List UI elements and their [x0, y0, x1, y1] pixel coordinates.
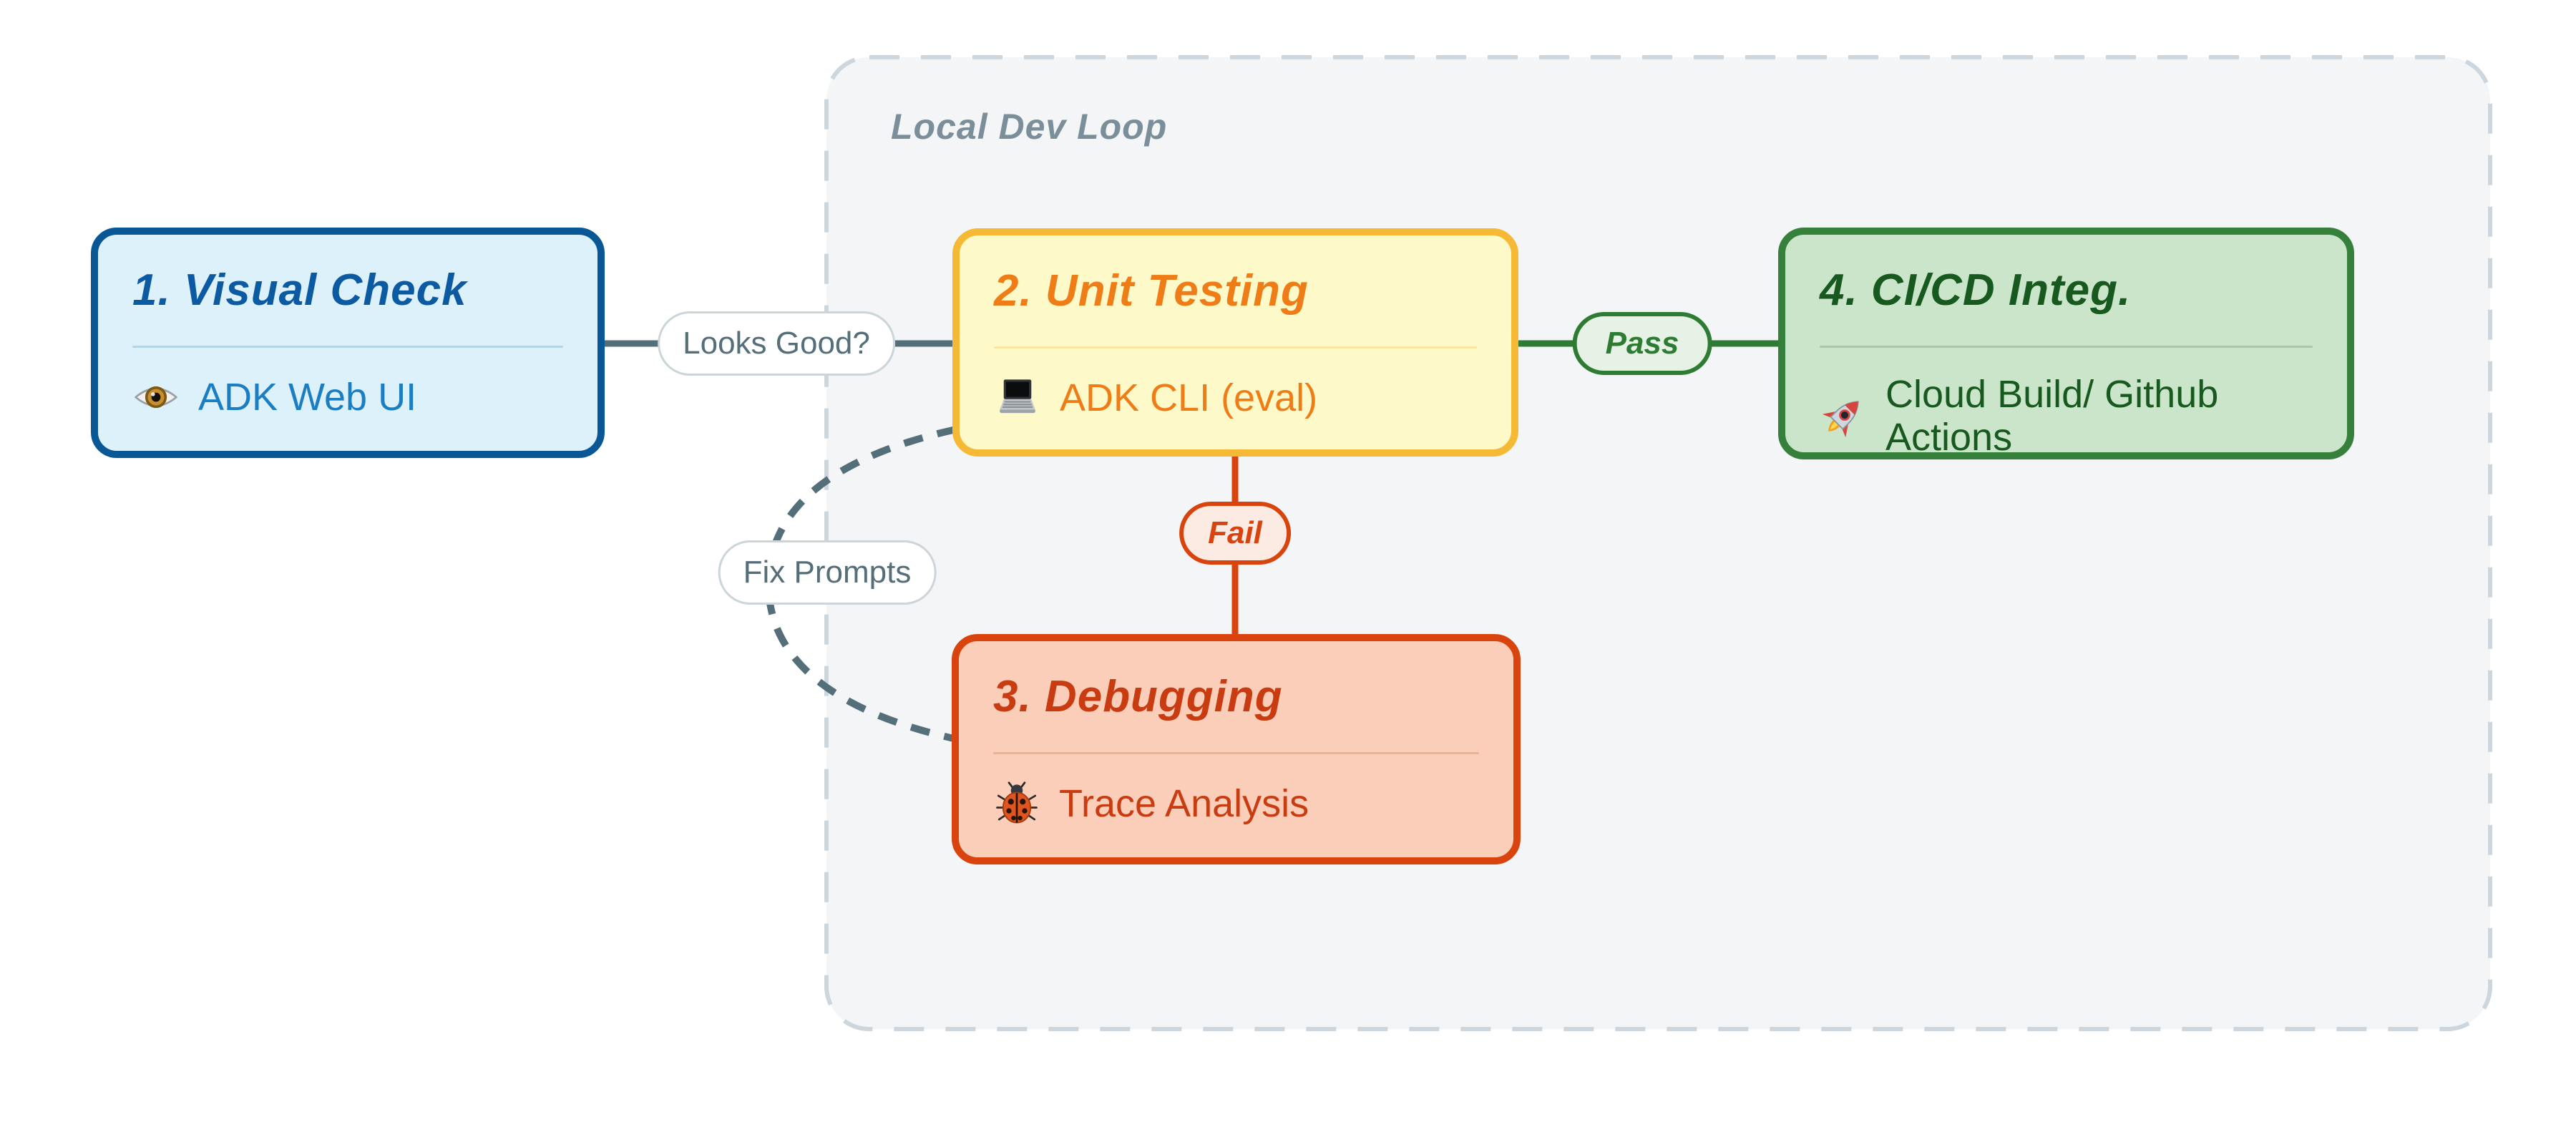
- bug-icon: [993, 780, 1040, 827]
- node-body-text: ADK CLI (eval): [1060, 376, 1318, 419]
- node-title: 2. Unit Testing: [994, 266, 1309, 316]
- node-body-text: ADK Web UI: [198, 375, 417, 419]
- node-body-text: Trace Analysis: [1059, 781, 1309, 825]
- node-title: 4. CI/CD Integ.: [1820, 265, 2132, 315]
- local-dev-loop-container: [824, 55, 2492, 1031]
- node-visual-check: 1. Visual Check ADK Web UI: [91, 228, 605, 458]
- laptop-icon: [994, 374, 1041, 422]
- node-body: Trace Analysis: [993, 780, 1479, 827]
- edge-label-pass: Pass: [1572, 312, 1712, 375]
- edge-label-looks-good: Looks Good?: [658, 311, 895, 376]
- node-title: 1. Visual Check: [132, 265, 467, 315]
- node-unit-testing: 2. Unit Testing ADK CLI (eval): [952, 228, 1518, 457]
- edge-label-fix-prompts: Fix Prompts: [718, 540, 937, 605]
- node-divider: [993, 752, 1479, 755]
- node-body-text: Cloud Build/ Github Actions: [1885, 373, 2219, 459]
- node-body: ADK CLI (eval): [994, 374, 1477, 422]
- rocket-icon: [1820, 393, 1867, 440]
- eye-icon: [132, 374, 180, 421]
- edge-label-fail: Fail: [1179, 502, 1291, 565]
- edge-debugging-to-unit-testing-loop: [764, 426, 962, 744]
- node-body: ADK Web UI: [132, 374, 563, 421]
- node-body: Cloud Build/ Github Actions: [1820, 374, 2313, 459]
- node-divider: [132, 346, 563, 349]
- node-divider: [1820, 346, 2313, 349]
- node-title: 3. Debugging: [993, 672, 1283, 721]
- node-debugging: 3. Debugging: [952, 634, 1521, 864]
- node-cicd-integration: 4. CI/CD Integ. Cloud Buil: [1778, 228, 2354, 459]
- cluster-label: Local Dev Loop: [891, 107, 1168, 147]
- node-divider: [994, 346, 1477, 349]
